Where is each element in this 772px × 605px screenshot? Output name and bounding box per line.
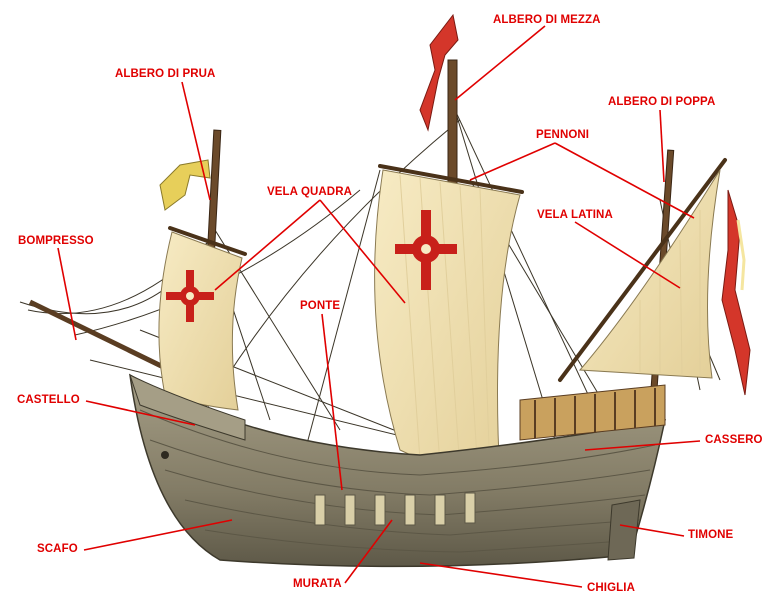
label-timone: TIMONE [688, 529, 734, 541]
label-cassero: CASSERO [705, 434, 763, 446]
label-vela-quadra: VELA QUADRA [267, 186, 353, 198]
label-chiglia: CHIGLIA [587, 582, 635, 594]
hull [129, 373, 666, 568]
label-albero-di-mezza: ALBERO DI MEZZA [493, 14, 601, 26]
leader-lines [57, 25, 701, 588]
label-castello: CASTELLO [17, 394, 80, 406]
label-albero-di-poppa: ALBERO DI POPPA [608, 96, 716, 108]
label-vela-latina: VELA LATINA [537, 209, 613, 221]
flags [159, 13, 751, 396]
label-ponte: PONTE [300, 300, 341, 312]
label-scafo: SCAFO [37, 543, 78, 555]
yards [168, 158, 727, 382]
fore-sail [158, 231, 243, 411]
label-albero-di-prua: ALBERO DI PRUA [115, 68, 216, 80]
label-murata: MURATA [293, 578, 342, 590]
label-bompresso: BOMPRESSO [18, 235, 94, 247]
lateen-sail [578, 169, 721, 379]
label-pennoni: PENNONI [536, 129, 590, 141]
main-sail [374, 169, 521, 479]
